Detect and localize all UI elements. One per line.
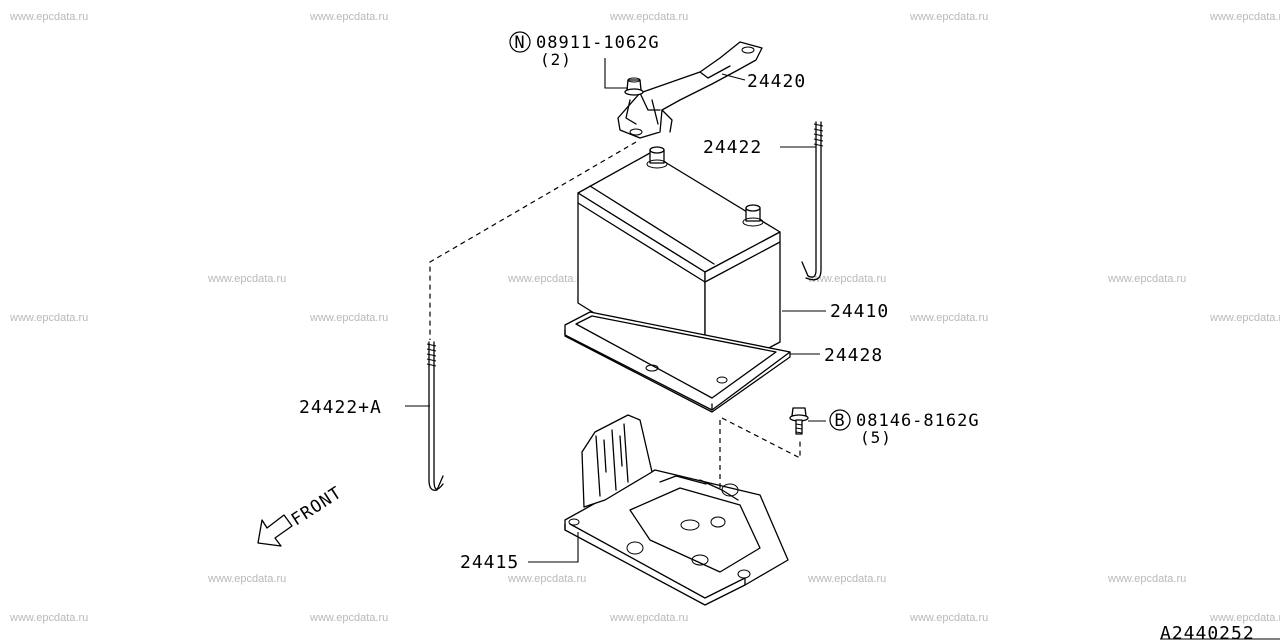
label-clamp[interactable]: 24420 xyxy=(747,71,806,92)
label-tray[interactable]: 24428 xyxy=(824,345,883,366)
nut-symbol-circle xyxy=(509,31,531,53)
watermark-text: www.epcdata.ru xyxy=(1209,312,1280,324)
hold-down-rod-right[interactable] xyxy=(801,121,824,281)
hold-down-rod-left[interactable] xyxy=(426,341,444,491)
label-rod-right[interactable]: 24422 xyxy=(703,137,762,158)
nut-callout[interactable]: N 08911-1062G (2) xyxy=(509,31,660,69)
battery-clamp[interactable] xyxy=(617,41,763,139)
leader-lines xyxy=(405,58,826,563)
bolt-callout[interactable]: B 08146-8162G (5) xyxy=(829,409,980,447)
label-battery[interactable]: 24410 xyxy=(830,301,889,322)
watermark-text: www.epcdata.ru xyxy=(609,612,688,624)
watermark-text: www.epcdata.ru xyxy=(9,612,88,624)
battery-bracket[interactable] xyxy=(564,414,789,606)
watermark-text: www.epcdata.ru xyxy=(309,312,388,324)
assembly-guide-lines xyxy=(429,141,801,490)
nut-symbol: N xyxy=(514,33,525,53)
watermark-text: www.epcdata.ru xyxy=(309,11,388,23)
bolt-part-number[interactable]: 08146-8162G xyxy=(856,411,980,431)
watermark-text: www.epcdata.ru xyxy=(909,11,988,23)
watermark-text: www.epcdata.ru xyxy=(909,312,988,324)
label-bracket[interactable]: 24415 xyxy=(460,552,519,573)
watermark-layer: www.epcdata.ru www.epcdata.ru www.epcdata.… xyxy=(9,11,1280,624)
nut-part-number[interactable]: 08911-1062G xyxy=(536,33,660,53)
watermark-text: www.epcdata.ru xyxy=(1107,573,1186,585)
flange-nut[interactable] xyxy=(624,77,644,96)
front-label: FRONT xyxy=(288,483,346,530)
watermark-text: www.epcdata.ru xyxy=(909,612,988,624)
watermark-text: www.epcdata.ru xyxy=(309,612,388,624)
watermark-text: www.epcdata.ru xyxy=(1209,11,1280,23)
nut-quantity: (2) xyxy=(540,50,572,69)
watermark-text: www.epcdata.ru xyxy=(1107,273,1186,285)
watermark-text: www.epcdata.ru xyxy=(207,273,286,285)
bolt-quantity: (5) xyxy=(860,428,892,447)
watermark-text: www.epcdata.ru xyxy=(1209,612,1280,624)
watermark-text: www.epcdata.ru xyxy=(807,573,886,585)
front-direction-indicator: FRONT xyxy=(257,483,346,547)
diagram-code: A2440252 xyxy=(1160,623,1255,640)
watermark-text: www.epcdata.ru xyxy=(207,573,286,585)
label-rod-left[interactable]: 24422+A xyxy=(299,397,382,418)
bolt-symbol-circle xyxy=(829,409,851,431)
flange-bolt[interactable] xyxy=(789,407,809,435)
watermark-text: www.epcdata.ru xyxy=(807,273,886,285)
watermark-text: www.epcdata.ru xyxy=(507,573,586,585)
watermark-text: www.epcdata.ru xyxy=(507,273,586,285)
front-arrow-icon xyxy=(257,514,293,547)
watermark-text: www.epcdata.ru xyxy=(9,11,88,23)
watermark-text: www.epcdata.ru xyxy=(9,312,88,324)
watermark-text: www.epcdata.ru xyxy=(609,11,688,23)
bolt-symbol: B xyxy=(834,411,845,431)
